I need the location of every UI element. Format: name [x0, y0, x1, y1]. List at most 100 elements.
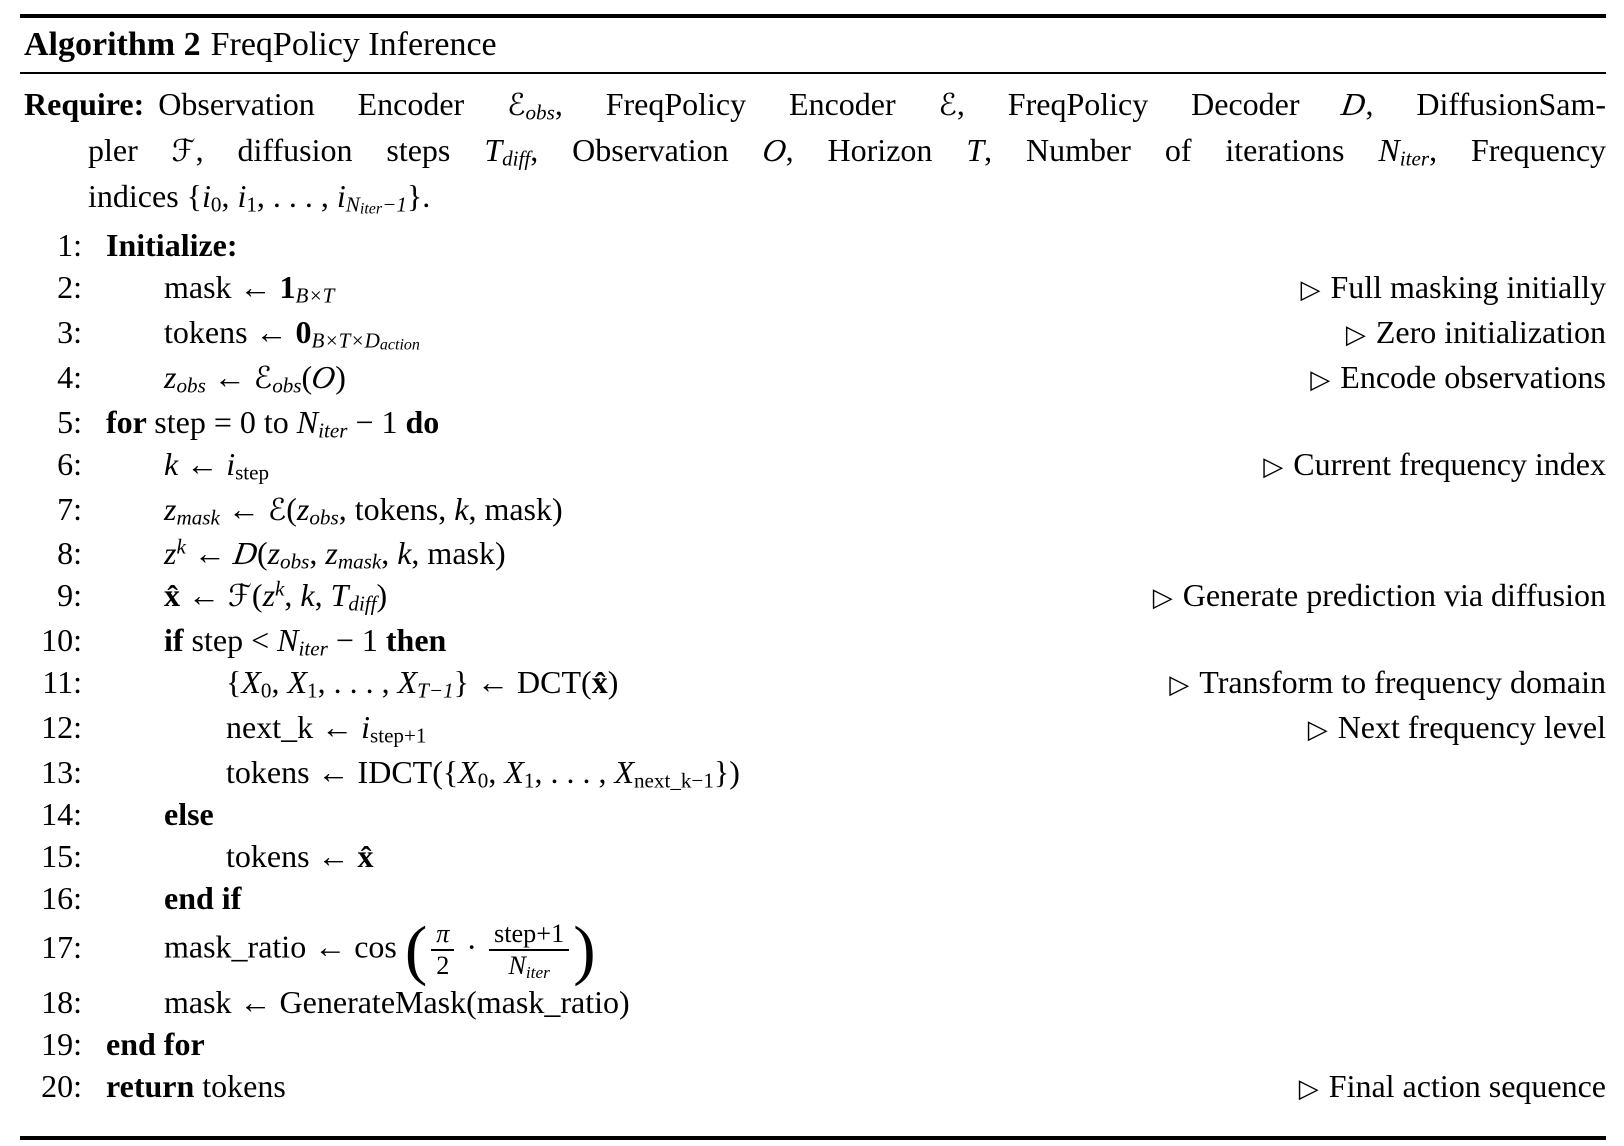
math-segment: end for [106, 1026, 205, 1063]
math-segment: i [202, 178, 211, 214]
line-code: mask ← GenerateMask(mask_ratio) [164, 981, 630, 1023]
math-segment: next_k ← [226, 709, 362, 745]
math-segment: if [164, 622, 192, 658]
math-segment: ← [219, 491, 268, 527]
comment-text: Final action sequence [1328, 1068, 1606, 1105]
line-number: 4: [57, 359, 82, 395]
math-segment: } ← DCT( [453, 664, 592, 700]
line-number: 5: [57, 404, 82, 440]
line-number: 19: [41, 1026, 82, 1063]
math-segment: N [345, 192, 360, 217]
line-number: 7: [57, 491, 82, 527]
math-segment: T [330, 577, 349, 613]
math-segment: ( [256, 535, 268, 571]
math-segment: O [759, 132, 789, 168]
math-segment: k [454, 491, 469, 527]
math-segment: k [397, 535, 412, 571]
math-segment: z [296, 491, 310, 527]
comment-marker-icon: ▷ [1300, 275, 1321, 305]
line-number: 11: [42, 664, 82, 700]
math-segment: action [379, 336, 420, 354]
math-segment: , . . . , [534, 754, 615, 790]
math-segment: k [176, 534, 186, 559]
line-comment: ▷Encode observations [1280, 356, 1606, 401]
algorithm-line-18: 18:mask ← GenerateMask(mask_ratio) [20, 981, 1606, 1023]
comment-marker-icon: ▷ [1263, 452, 1284, 482]
math-segment: , Horizon [785, 132, 967, 168]
math-segment: B×T×D [311, 328, 380, 353]
line-code: mask ← 1B×T [164, 266, 334, 308]
algorithm-line-7: 7:zmask ← ℰ(zobs, tokens, k, mask) [20, 488, 1606, 532]
top-rule [20, 14, 1606, 18]
algorithm-line-5: 5:for step = 0 to Niter − 1 do [20, 401, 1606, 443]
line-number: 16: [41, 880, 82, 916]
comment-text: Full masking initially [1330, 269, 1606, 305]
math-segment: tokens ← IDCT({ [226, 754, 459, 790]
comment-marker-icon: ▷ [1169, 670, 1190, 700]
math-segment: 2 [436, 951, 450, 981]
math-segment: ← [180, 577, 228, 613]
line-code: tokens ← IDCT({X0, X1, . . . , Xnext_k−1… [226, 751, 740, 793]
math-segment: X [504, 754, 524, 790]
math-segment: i [336, 178, 346, 214]
math-segment: }) [713, 754, 740, 790]
math-segment: mask [176, 505, 220, 530]
comment-text: Next frequency level [1337, 709, 1606, 745]
math-segment: step < [191, 622, 278, 658]
math-segment: for [106, 404, 155, 440]
math-segment: i [226, 446, 236, 482]
math-segment: step+1 [369, 723, 427, 748]
math-segment: step = 0 to [154, 404, 297, 440]
line-number: 20: [41, 1068, 82, 1105]
math-segment: , [221, 178, 238, 214]
algorithm-line-14: 14:else [20, 793, 1606, 835]
line-code: zmask ← ℰ(zobs, tokens, k, mask) [164, 488, 563, 532]
line-comment: ▷ Transform to frequency domain [1139, 661, 1606, 706]
math-segment: indices { [88, 178, 202, 214]
comment-text: Transform to frequency domain [1199, 664, 1606, 700]
math-segment: iter [525, 962, 550, 982]
math-segment: π [436, 919, 450, 948]
line-comment: ▷Final action sequence [1269, 1065, 1606, 1110]
math-segment: T−1 [417, 678, 454, 703]
math-segment: i [237, 178, 247, 214]
line-comment: ▷Next frequency level [1278, 706, 1606, 751]
math-segment: iter [359, 200, 383, 218]
math-segment: , [488, 754, 505, 790]
math-segment: , FreqPolicy Encoder [554, 86, 939, 122]
math-segment: 1 [523, 768, 535, 793]
algorithm-line-16: 16:end if [20, 877, 1606, 919]
line-number: 15: [41, 838, 82, 874]
math-segment: , mask) [468, 491, 563, 527]
math-segment: N [296, 404, 319, 440]
math-segment: T [966, 132, 985, 168]
math-segment: 0 [477, 768, 489, 793]
algorithm-line-11: 11:{X0, X1, . . . , XT−1} ← DCT(x̂)▷Tran… [20, 661, 1606, 706]
math-segment: }. [406, 178, 431, 214]
math-segment: iter [318, 418, 348, 443]
math-segment: Initialize: [106, 227, 238, 263]
algorithm-line-1: 1: Initialize: [20, 224, 1606, 266]
algorithm-line-9: 9:x̂ ← ℱ(zk, k, Tdiff)▷Generate predicti… [20, 574, 1606, 619]
math-segment: step [235, 460, 270, 485]
math-segment: ) [335, 359, 346, 395]
line-number: 1: [57, 227, 82, 263]
line-number: 3: [57, 314, 82, 350]
require-line: pler ℱ, diffusion steps Tdiff, Observati… [20, 128, 1606, 174]
line-code: else [164, 793, 214, 835]
math-segment: z [262, 577, 276, 613]
math-segment: tokens ← [226, 838, 358, 874]
algorithm-line-12: 12:next_k ← istep+1▷Next frequency level [20, 706, 1606, 751]
math-segment: X [458, 754, 478, 790]
line-number: 6: [57, 446, 82, 482]
math-segment: − 1 [327, 622, 386, 658]
line-code: tokens ← 0B×T×Daction [164, 311, 420, 353]
algorithm-line-4: 4:zobs ← ℰobs(O)▷Encode observations [20, 356, 1606, 401]
math-segment: T [484, 132, 503, 168]
math-segment: , Observation [530, 132, 763, 168]
require-block: Require:Observation Encoder ℰobs, FreqPo… [20, 74, 1606, 222]
line-number: 12: [41, 709, 82, 745]
